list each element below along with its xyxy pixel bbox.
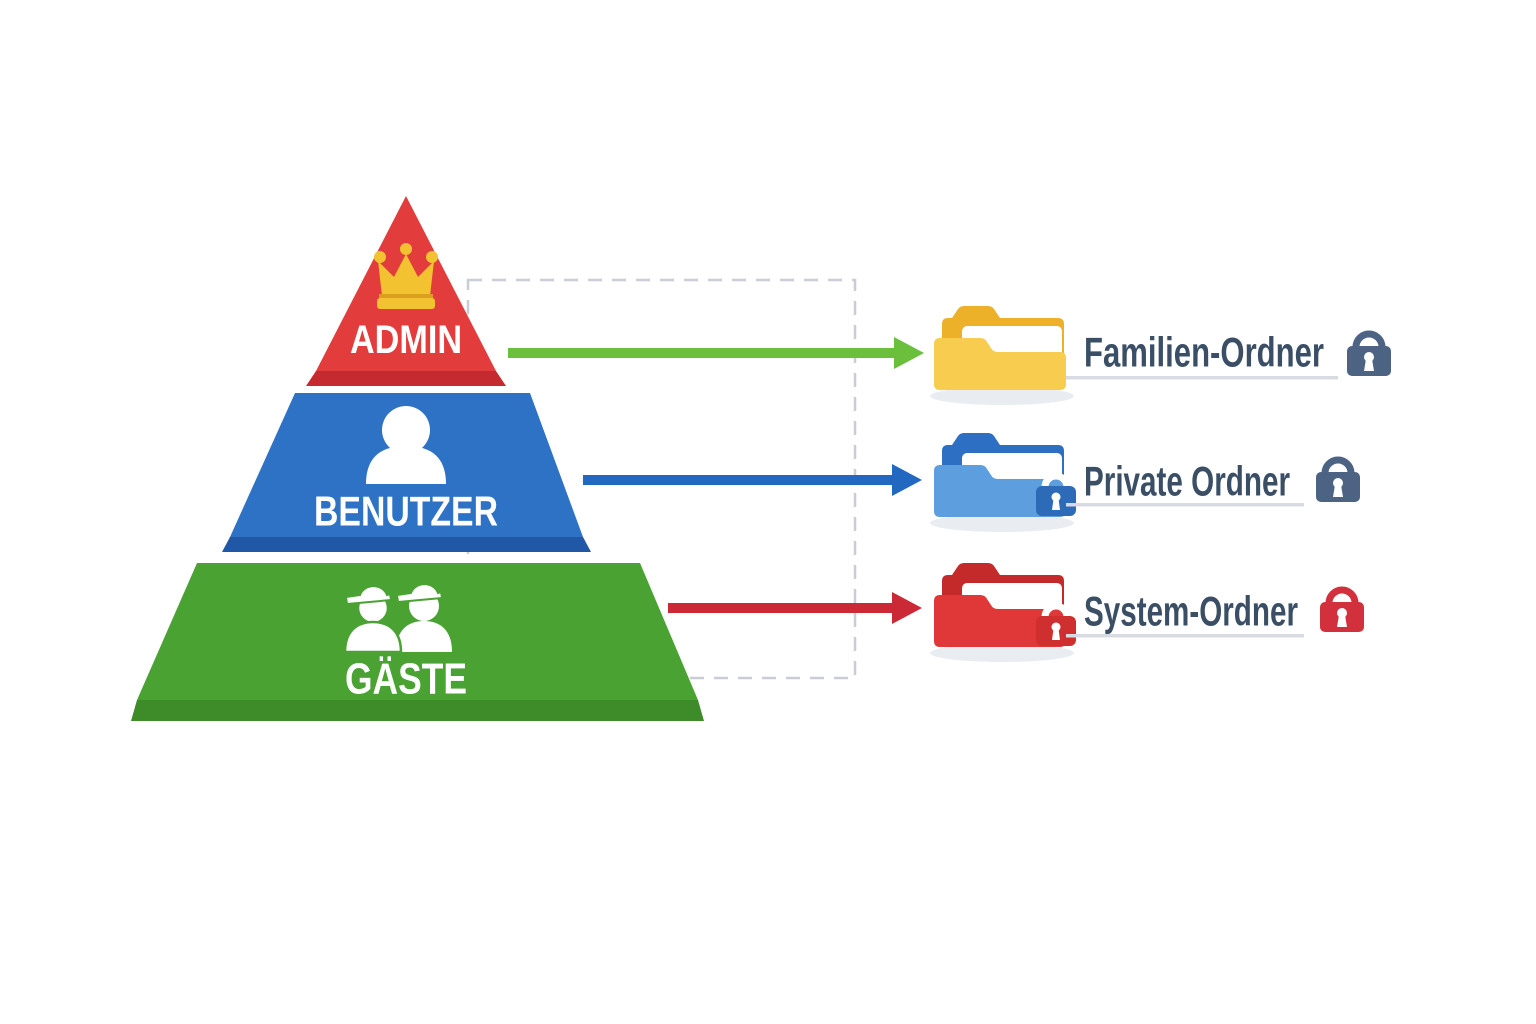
lock-badge-icon bbox=[1036, 602, 1076, 646]
pyramid-level-gaeste-label: GÄSTE bbox=[345, 655, 467, 704]
folder-row-private: Private Ordner bbox=[930, 433, 1360, 532]
folder-shadow bbox=[930, 644, 1074, 662]
arrowhead-icon bbox=[892, 592, 922, 624]
padlock-icon bbox=[1316, 456, 1360, 502]
folder-shadow bbox=[930, 387, 1074, 405]
pyramid-level-gaeste: GÄSTE bbox=[131, 563, 704, 721]
label-underline bbox=[1066, 634, 1304, 638]
arrow-benutzer-to-private bbox=[583, 464, 922, 496]
folder-row-familien: Familien-Ordner bbox=[930, 306, 1391, 405]
pyramid-level-benutzer-label: BENUTZER bbox=[314, 488, 498, 535]
folder-label-familien: Familien-Ordner bbox=[1084, 329, 1324, 376]
folder-icon bbox=[934, 306, 1066, 390]
pyramid-level-admin-edge bbox=[306, 371, 506, 386]
folder-row-system: System-Ordner bbox=[930, 563, 1364, 662]
arrow-gaeste-to-system bbox=[668, 592, 922, 624]
pyramid-level-benutzer-edge bbox=[222, 537, 591, 552]
user-icon bbox=[366, 406, 446, 484]
folder-label-private: Private Ordner bbox=[1084, 458, 1290, 505]
arrow-admin-to-familien bbox=[508, 337, 924, 369]
lock-badge-icon bbox=[1036, 472, 1076, 516]
label-underline bbox=[1066, 503, 1304, 507]
pyramid-level-gaeste-edge bbox=[131, 700, 704, 721]
arrowhead-icon bbox=[894, 337, 924, 369]
arrowhead-icon bbox=[892, 464, 922, 496]
folder-lock-icon bbox=[934, 433, 1076, 517]
pyramid-level-admin-label: ADMIN bbox=[350, 318, 462, 362]
padlock-icon bbox=[1347, 330, 1391, 376]
folder-lock-icon bbox=[934, 563, 1076, 647]
crown-icon bbox=[374, 243, 438, 309]
folder-shadow bbox=[930, 514, 1074, 532]
padlock-icon bbox=[1320, 586, 1364, 632]
pyramid-level-admin: ADMIN bbox=[306, 196, 506, 386]
pyramid-level-benutzer: BENUTZER bbox=[222, 393, 591, 552]
users-icon bbox=[343, 583, 452, 654]
label-underline bbox=[1066, 376, 1338, 380]
folder-label-system: System-Ordner bbox=[1084, 588, 1298, 635]
